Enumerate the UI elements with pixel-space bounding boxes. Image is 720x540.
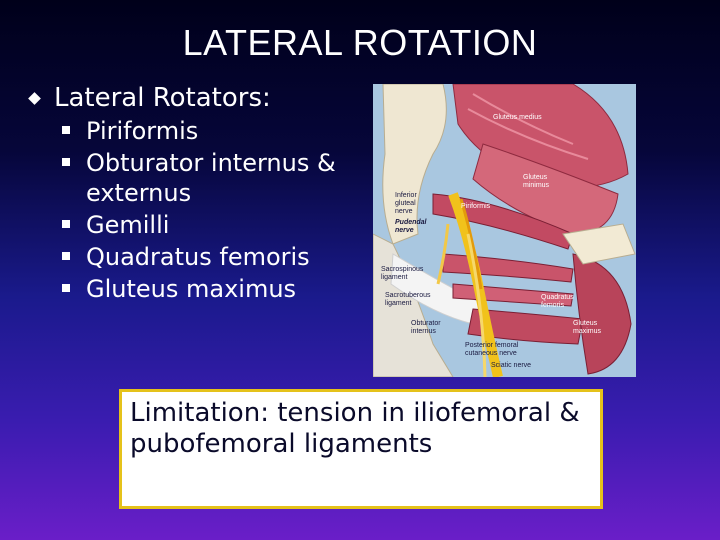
label-piriformis: Piriformis xyxy=(461,203,491,210)
sub-bullet-list: Piriformis Obturator internus & externus… xyxy=(24,116,374,304)
list-item: Gemilli xyxy=(24,210,374,240)
list-item-text: Quadratus femoris xyxy=(86,243,310,271)
list-item-text: Gemilli xyxy=(86,211,170,239)
square-bullet-icon xyxy=(62,252,70,260)
label-quadratus-femoris: Quadratus femoris xyxy=(541,294,574,309)
hip-anatomy-illustration: Gluteus medius Gluteus minimus Inferior … xyxy=(373,84,636,377)
square-bullet-icon xyxy=(62,158,70,166)
label-gluteus-minimus: Gluteus minimus xyxy=(523,174,550,189)
main-bullet: Lateral Rotators: xyxy=(24,82,374,114)
list-item: Piriformis xyxy=(24,116,374,146)
label-gluteus-maximus: Gluteus maximus xyxy=(573,320,602,335)
bullet-list: Lateral Rotators: Piriformis Obturator i… xyxy=(24,82,374,304)
callout-keyword: Limitation xyxy=(130,398,261,428)
label-pudendal-nerve: Pudendal nerve xyxy=(395,219,427,234)
label-inferior-gluteal-nerve: Inferior gluteal nerve xyxy=(395,192,417,215)
limitation-callout: Limitation: tension in iliofemoral & pub… xyxy=(119,389,603,509)
diamond-bullet-icon xyxy=(28,92,41,105)
label-sacrotuberous-ligament: Sacrotuberous ligament xyxy=(385,292,431,307)
callout-text: : tension in iliofemoral & pubofemoral l… xyxy=(130,398,580,459)
list-item-text: Obturator internus & externus xyxy=(86,149,336,207)
label-sacrospinous-ligament: Sacrospinous ligament xyxy=(381,266,424,281)
list-item: Quadratus femoris xyxy=(24,242,374,272)
label-gluteus-medius: Gluteus medius xyxy=(493,114,542,121)
square-bullet-icon xyxy=(62,220,70,228)
label-obturator-internus: Obturator internus xyxy=(411,320,441,335)
anatomy-drawing xyxy=(373,84,636,377)
slide-title: LATERAL ROTATION xyxy=(182,22,538,63)
list-item-text: Piriformis xyxy=(86,117,199,145)
label-sciatic-nerve: Sciatic nerve xyxy=(491,362,532,369)
square-bullet-icon xyxy=(62,126,70,134)
list-item: Gluteus maximus xyxy=(24,274,374,304)
main-bullet-text: Lateral Rotators: xyxy=(54,83,271,113)
list-item: Obturator internus & externus xyxy=(24,148,374,208)
list-item-text: Gluteus maximus xyxy=(86,275,297,303)
square-bullet-icon xyxy=(62,284,70,292)
label-posterior-femoral-cutaneous-nerve: Posterior femoral cutaneous nerve xyxy=(465,342,519,357)
